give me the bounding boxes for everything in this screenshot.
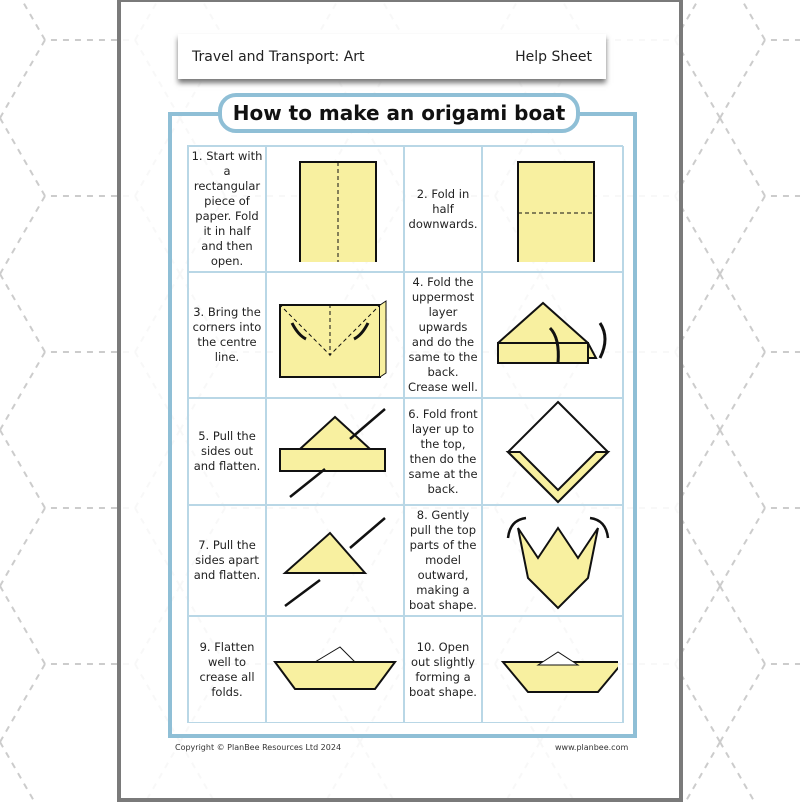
step-text: 6. Fold front layer up to the top, then … <box>404 398 482 505</box>
corners-fold-icon <box>278 299 387 378</box>
pull-sides-icon <box>279 408 386 498</box>
step-text: 7. Pull the sides apart and flatten. <box>188 505 266 616</box>
step-illustration <box>266 505 404 616</box>
step-text: 9. Flatten well to crease all folds. <box>188 616 266 723</box>
boat-open-icon <box>506 516 610 610</box>
step-illustration <box>482 146 624 272</box>
topic-label: Travel and Transport: Art <box>192 48 365 65</box>
website-link[interactable]: www.planbee.com <box>555 743 629 752</box>
finished-boat-icon <box>500 651 618 693</box>
step-illustration <box>266 272 404 398</box>
paper-horizontal-fold-icon <box>517 160 595 262</box>
step-text: 3. Bring the corners into the centre lin… <box>188 272 266 398</box>
step-text: 2. Fold in half downwards. <box>404 146 482 272</box>
step-text: 1. Start with a rectangular piece of pap… <box>188 146 266 272</box>
paper-vertical-fold-icon <box>299 160 377 262</box>
step-text: 5. Pull the sides out and flatten. <box>188 398 266 505</box>
step-text: 8. Gently pull the top parts of the mode… <box>404 505 482 616</box>
step-illustration <box>482 616 624 723</box>
step-illustration <box>266 616 404 723</box>
step-illustration <box>482 398 624 505</box>
step-illustration <box>266 398 404 505</box>
flat-boat-icon <box>273 646 397 690</box>
copyright-text: Copyright © PlanBee Resources Ltd 2024 <box>175 743 342 752</box>
triangle-pull-icon <box>282 517 386 608</box>
step-illustration <box>266 146 404 272</box>
page-title: How to make an origami boat <box>218 93 580 133</box>
fold-up-icon <box>497 301 607 364</box>
step-text: 10. Open out slightly forming a boat sha… <box>404 616 482 723</box>
worksheet-header: Travel and Transport: Art Help Sheet <box>178 34 606 79</box>
step-text: 4. Fold the uppermost layer upwards and … <box>404 272 482 398</box>
step-illustration <box>482 505 624 616</box>
diamond-fold-icon <box>505 400 611 504</box>
steps-grid: 1. Start with a rectangular piece of pap… <box>187 145 624 723</box>
sheet-type-label: Help Sheet <box>515 48 592 65</box>
step-illustration <box>482 272 624 398</box>
